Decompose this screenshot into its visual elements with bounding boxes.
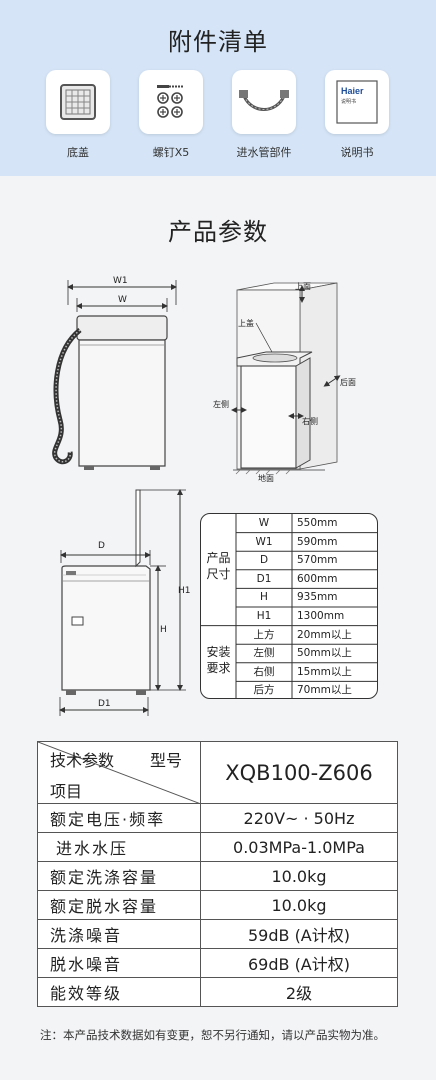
spec-header-item: 项目: [50, 782, 83, 801]
w-label: W: [118, 295, 127, 305]
dims-key: D1: [256, 572, 272, 585]
install-value: 20mm以上: [297, 628, 352, 641]
spec-key: 洗涤噪音: [37, 919, 201, 949]
dims-key: D: [259, 554, 269, 567]
manual-caption: 说明书: [341, 98, 356, 105]
manual-brand: Haier: [341, 86, 364, 96]
install-value: 15mm以上: [297, 665, 352, 678]
d1-label: D1: [98, 699, 111, 709]
dims-key: H: [260, 591, 268, 604]
floor-label: 地面: [258, 473, 274, 483]
base-cover-icon: [60, 84, 96, 120]
footnote: 注：本产品技术数据如有变更，恕不另行通知，请以产品实物为准。: [40, 1028, 385, 1042]
dims-key: H1: [256, 610, 272, 622]
spec-key: 脱水噪音: [37, 948, 201, 978]
dims-value: 935mm: [297, 591, 338, 604]
accessory-label: 进水管部件: [236, 146, 292, 159]
dims-value: 550mm: [297, 517, 338, 529]
spec-key: 额定脱水容量: [37, 890, 201, 920]
spec-key: 额定电压·频率: [37, 803, 201, 833]
h1-label: H1: [178, 586, 191, 596]
accessory-base-cover: [46, 70, 110, 134]
manual-icon: Haier 说明书: [336, 80, 378, 124]
spec-header-tech: 技术参数: [50, 751, 115, 770]
h-label: H: [160, 625, 167, 635]
spec-key: 额定洗涤容量: [37, 861, 201, 891]
spec-key: 进水水压: [37, 832, 201, 862]
d-label: D: [98, 541, 105, 551]
dims-value: 600mm: [297, 572, 338, 585]
spec-header-model: 型号: [150, 751, 183, 770]
spec-value: 69dB (A计权): [200, 948, 398, 978]
front-view-diagram: W1 W: [52, 276, 177, 470]
dimensions-grid: [201, 514, 377, 698]
water-hose-icon: [239, 90, 289, 111]
dims-value: 1300mm: [297, 610, 345, 622]
dims-key: W: [258, 517, 270, 529]
w1-label: W1: [113, 276, 128, 286]
dims-value: 570mm: [297, 554, 338, 567]
install-key: 上方: [253, 628, 275, 641]
accessory-manual: Haier 说明书: [325, 70, 389, 134]
dims-value: 590mm: [297, 535, 338, 548]
spec-header-diagonal: [38, 742, 201, 804]
install-key: 左侧: [253, 647, 275, 660]
spec-value: 10.0kg: [200, 890, 398, 920]
spec-model: XQB100-Z606: [200, 741, 398, 804]
install-key: 后方: [253, 684, 275, 697]
dims-group-product-size: 产品尺寸: [206, 551, 231, 581]
spec-value: 59dB (A计权): [200, 919, 398, 949]
screws-icon: [157, 85, 183, 118]
dims-key: W1: [255, 535, 273, 548]
accessories-title: 附件清单: [168, 28, 268, 56]
dims-group-install-req: 安装要求: [206, 645, 231, 675]
top-cover-label: 上盖: [238, 318, 254, 328]
dimensions-table: 产品尺寸 安装要求 W 550mm W1 590mm D 570mm D1 60…: [200, 513, 378, 699]
accessory-screws: [139, 70, 203, 134]
installation-space-diagram: 地面 上面 上盖 后面 左侧 右侧: [213, 282, 356, 483]
right-label: 右侧: [302, 416, 318, 426]
spec-value: 220V~ · 50Hz: [200, 803, 398, 833]
spec-header-cell: 技术参数 型号 项目: [37, 741, 201, 804]
accessory-label: 说明书: [340, 146, 374, 159]
back-label: 后面: [340, 377, 356, 387]
install-value: 70mm以上: [297, 684, 352, 697]
spec-value: 2级: [200, 977, 398, 1007]
spec-value: 0.03MPa-1.0MPa: [200, 832, 398, 862]
dimension-diagrams: W1 W 地面 上面 上盖 后面 左侧 右侧: [52, 276, 356, 716]
top-label: 上面: [295, 282, 311, 291]
accessory-water-hose: [232, 70, 296, 134]
params-title: 产品参数: [168, 218, 268, 246]
accessory-label: 底盖: [67, 146, 89, 159]
install-value: 50mm以上: [297, 647, 352, 660]
side-view-diagram: D H H1 D1: [59, 489, 191, 716]
spec-key: 能效等级: [37, 977, 201, 1007]
left-label: 左侧: [213, 399, 229, 409]
accessory-label: 螺钉X5: [152, 146, 190, 159]
install-key: 右侧: [253, 665, 275, 678]
spec-value: 10.0kg: [200, 861, 398, 891]
